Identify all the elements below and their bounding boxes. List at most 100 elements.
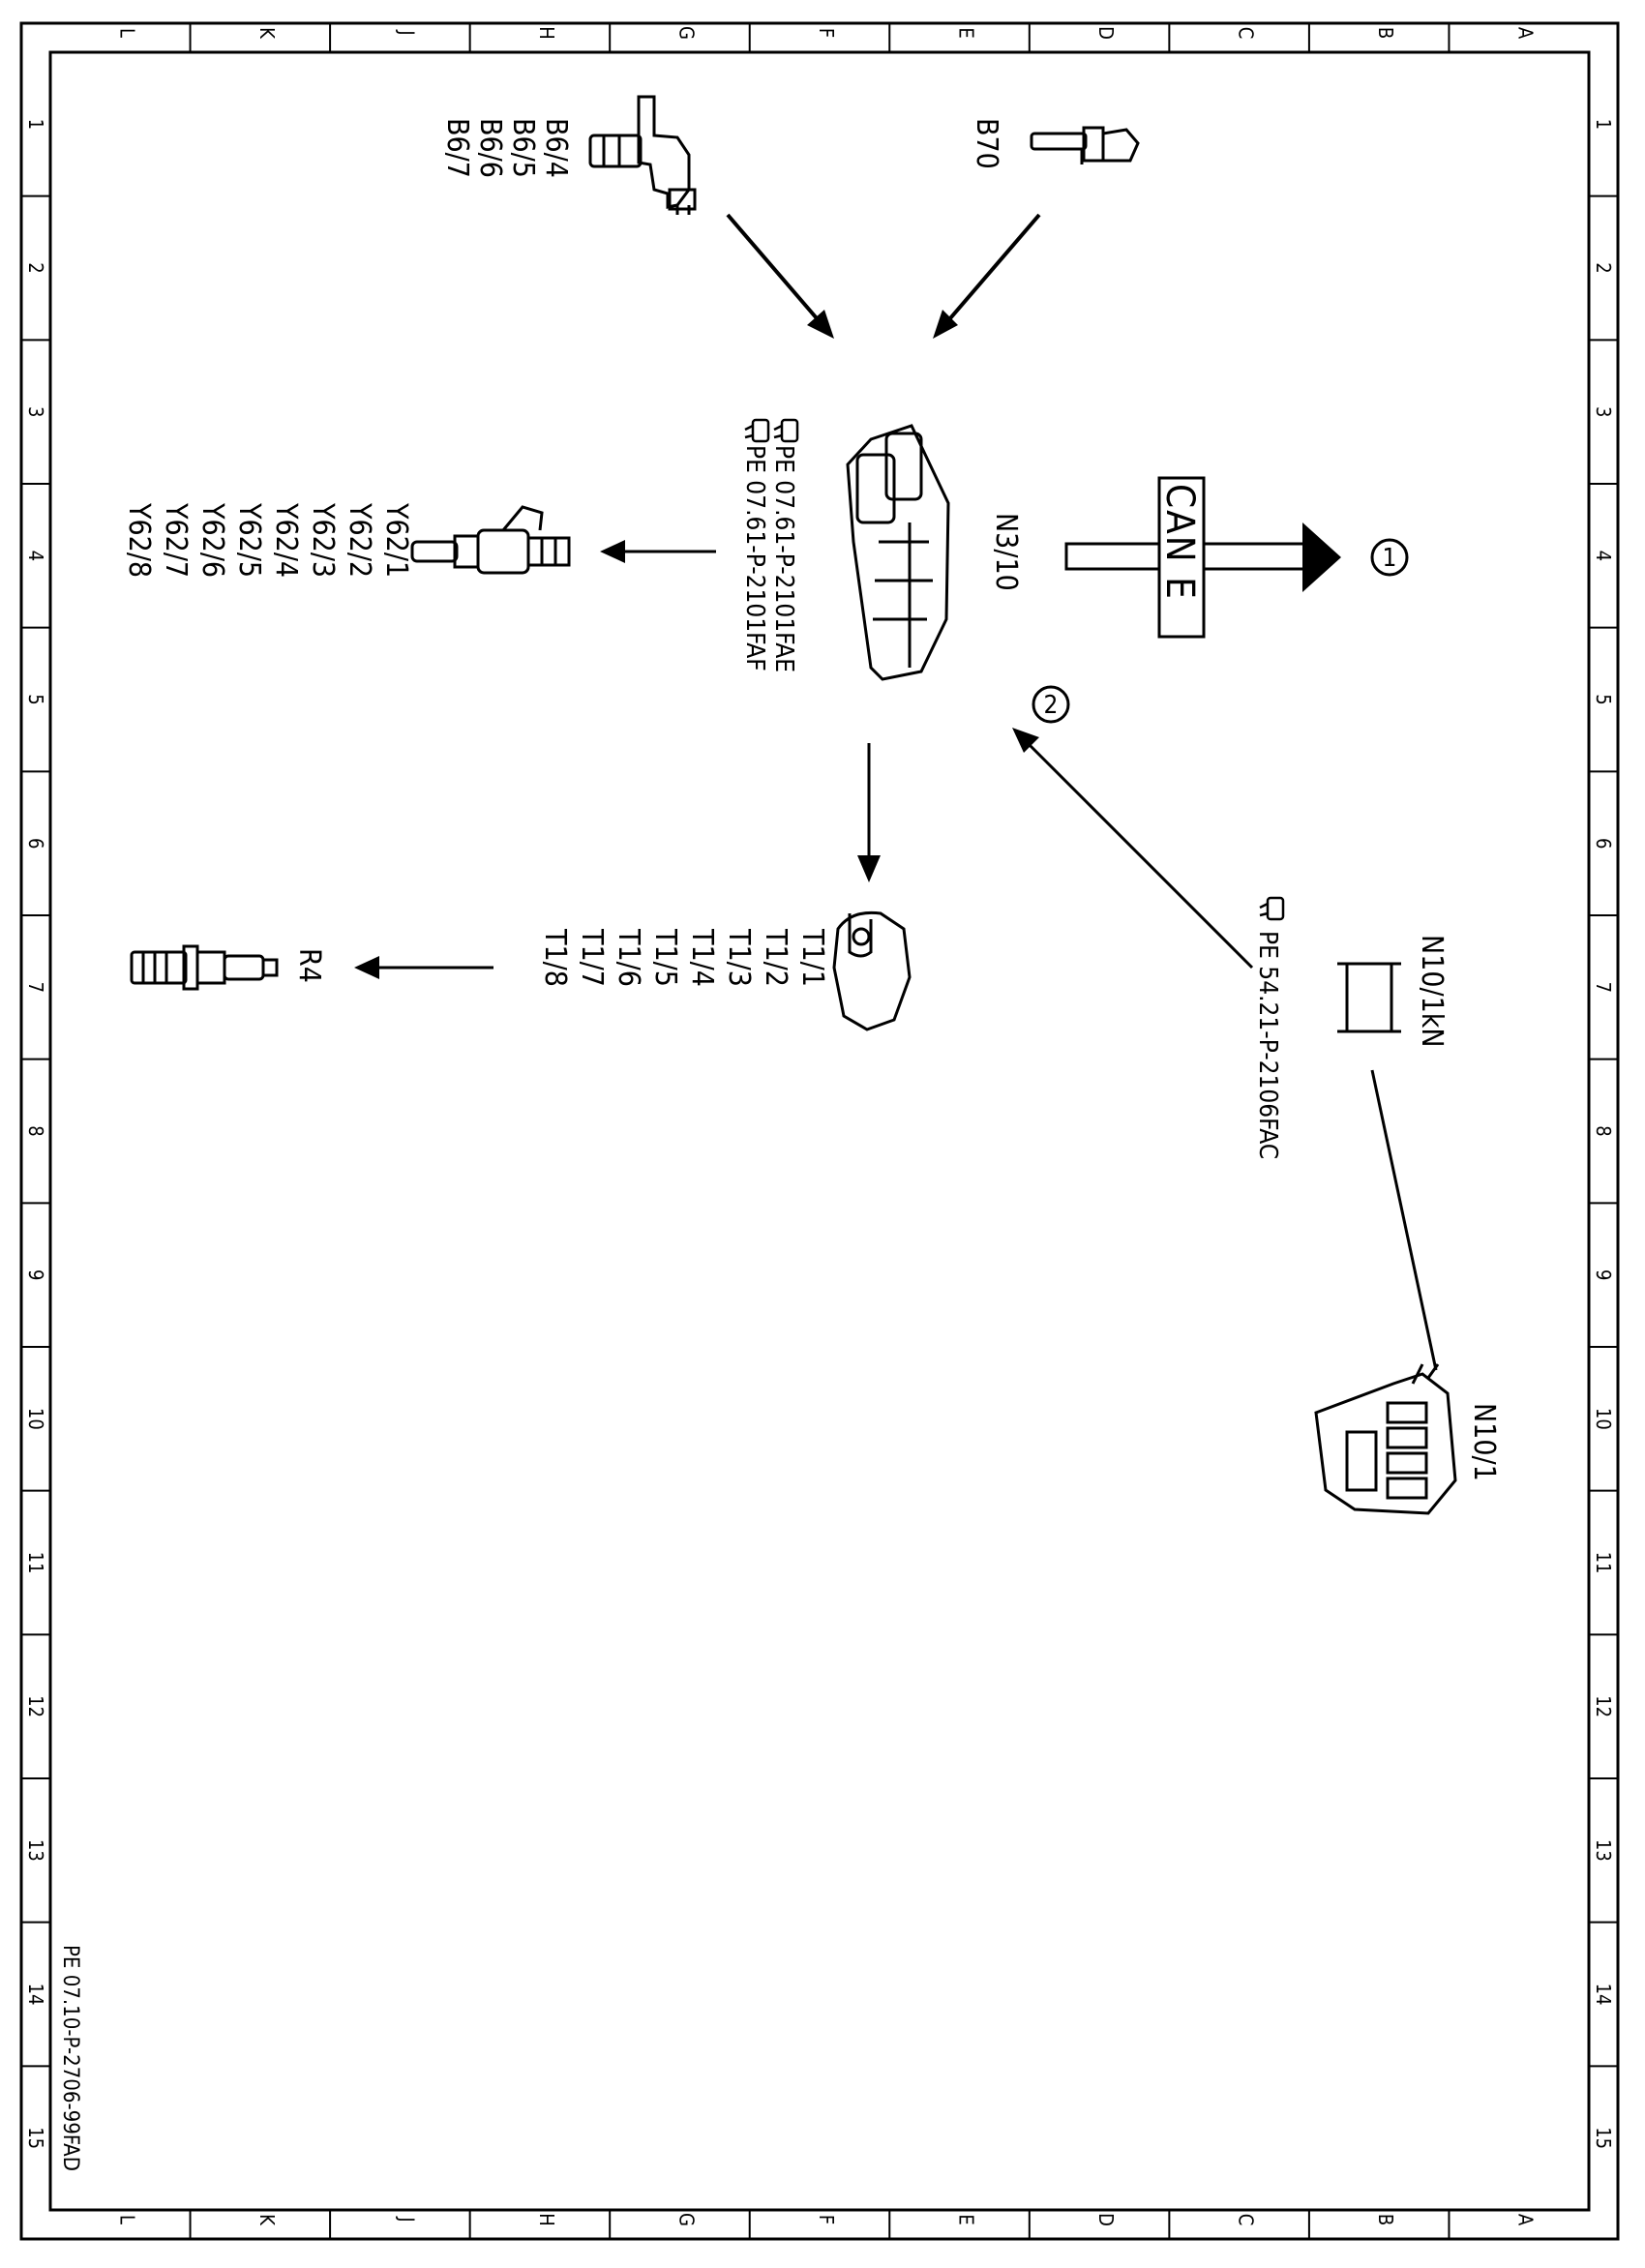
grid-letter-top-C: C xyxy=(1235,27,1258,40)
label-y62-6: Y62/6 xyxy=(195,502,229,578)
y62-injector-icon xyxy=(410,505,571,575)
grid-letter-bottom-A: A xyxy=(1514,2214,1538,2226)
label-y62-group: Y62/1 Y62/2 Y62/3 Y62/4 Y62/5 Y62/6 Y62/… xyxy=(122,502,413,578)
grid-number-right-1: 1 xyxy=(1592,119,1615,130)
grid-letter-top-K: K xyxy=(255,27,279,40)
grid-number-left-13: 13 xyxy=(24,1839,47,1862)
label-r4: R4 xyxy=(292,948,326,983)
label-y62-5: Y62/5 xyxy=(232,502,266,578)
label-t1-5: T1/5 xyxy=(648,928,682,987)
ref-n10-1kn: PE 54.21-P-2106FAC xyxy=(1253,931,1282,1159)
grid-number-right-5: 5 xyxy=(1592,694,1615,704)
grid-number-right-8: 8 xyxy=(1592,1125,1615,1136)
footer-reference: PE 07.10-P-2706-99FAD xyxy=(58,1945,82,2171)
ref-n3-10-faf: PE 07.61-P-2101FAF xyxy=(740,445,769,671)
grid-number-left-8: 8 xyxy=(24,1125,47,1136)
label-y62-4: Y62/4 xyxy=(269,502,303,578)
grid-letter-top-L: L xyxy=(115,28,138,38)
marker-1-label: 1 xyxy=(1383,544,1397,573)
grid-letter-bottom-F: F xyxy=(815,2215,838,2224)
label-t1-1: T1/1 xyxy=(795,928,829,987)
label-b6-5: B6/5 xyxy=(506,118,540,178)
hand-pointer-icon xyxy=(744,418,799,443)
label-t1-6: T1/6 xyxy=(612,928,645,987)
inner-border xyxy=(48,50,1591,2212)
grid-number-right-9: 9 xyxy=(1592,1269,1615,1280)
grid-number-left-12: 12 xyxy=(24,1695,47,1717)
grid-letter-top-B: B xyxy=(1374,27,1397,39)
n3-10-ecu-icon xyxy=(846,424,950,681)
grid-letter-bottom-K: K xyxy=(255,2214,279,2226)
grid-letter-bottom-D: D xyxy=(1094,2213,1118,2226)
grid-number-left-10: 10 xyxy=(24,1408,47,1430)
b70-crankshaft-sensor-icon xyxy=(1030,126,1140,164)
hand-pointer-icon-n10 xyxy=(1259,896,1285,921)
grid-number-left-15: 15 xyxy=(24,2127,47,2149)
label-t1-group: T1/1 T1/2 T1/3 T1/4 T1/5 T1/6 T1/7 T1/8 xyxy=(538,928,829,987)
grid-number-left-4: 4 xyxy=(24,551,47,561)
arrow-n3-10-to-y62 xyxy=(600,540,716,563)
arrow-b70-to-n3-10 xyxy=(933,213,1041,339)
grid-number-right-6: 6 xyxy=(1592,838,1615,849)
grid-letter-bottom-L: L xyxy=(115,2215,138,2224)
label-n10-1kn: N10/1kN xyxy=(1415,935,1449,1048)
grid-letter-top-A: A xyxy=(1514,27,1538,40)
marker-1-circle xyxy=(1370,538,1409,577)
grid-number-right-3: 3 xyxy=(1592,406,1615,417)
t1-ignition-coil-icon xyxy=(832,910,912,1031)
label-y62-2: Y62/2 xyxy=(343,502,376,578)
arrow-n3-10-to-t1 xyxy=(857,743,881,882)
marker-2-circle xyxy=(1032,685,1070,724)
grid-number-left-14: 14 xyxy=(24,1984,47,2006)
r4-spark-plug-icon xyxy=(130,944,279,991)
grid-number-left-3: 3 xyxy=(24,406,47,417)
n10-1-sam-icon xyxy=(1314,1363,1457,1515)
label-n3-10: N3/10 xyxy=(989,513,1023,591)
grid-letter-bottom-H: H xyxy=(535,2213,558,2226)
label-t1-7: T1/7 xyxy=(575,928,609,987)
arrow-b6-to-n3-10 xyxy=(726,213,834,339)
label-b70: B70 xyxy=(970,118,1003,169)
grid-number-right-13: 13 xyxy=(1592,1839,1615,1862)
grid-letter-bottom-J: J xyxy=(395,2216,418,2222)
label-y62-7: Y62/7 xyxy=(159,502,193,578)
grid-number-left-5: 5 xyxy=(24,694,47,704)
grid-letter-top-E: E xyxy=(955,27,978,38)
ref-n3-10-fae: PE 07.61-P-2101FAE xyxy=(769,445,798,672)
grid-letter-bottom-G: G xyxy=(674,2213,698,2226)
label-n10-1: N10/1 xyxy=(1467,1403,1501,1481)
grid-number-right-14: 14 xyxy=(1592,1984,1615,2006)
grid-number-right-12: 12 xyxy=(1592,1695,1615,1717)
can-e-bus-arrow xyxy=(1064,476,1341,639)
grid-letter-bottom-C: C xyxy=(1235,2214,1258,2226)
label-t1-8: T1/8 xyxy=(538,928,572,987)
b6-camshaft-sensor-icon xyxy=(588,95,697,215)
label-t1-4: T1/4 xyxy=(685,928,719,987)
marker-2-label: 2 xyxy=(1044,691,1059,720)
grid-letter-bottom-B: B xyxy=(1374,2214,1397,2225)
label-b6-group: B6/4 B6/5 B6/6 B6/7 xyxy=(440,118,573,178)
grid-number-left-7: 7 xyxy=(24,982,47,993)
grid-letter-top-J: J xyxy=(395,29,418,35)
n10-1kn-relay-icon xyxy=(1337,962,1401,1033)
grid-number-right-11: 11 xyxy=(1592,1552,1615,1574)
grid-number-left-1: 1 xyxy=(24,119,47,130)
grid-number-left-2: 2 xyxy=(24,262,47,273)
label-y62-3: Y62/3 xyxy=(306,502,340,578)
label-t1-3: T1/3 xyxy=(722,928,756,987)
grid-number-right-15: 15 xyxy=(1592,2127,1615,2149)
label-y62-8: Y62/8 xyxy=(122,502,156,578)
label-b6-7: B6/7 xyxy=(440,118,474,178)
label-t1-2: T1/2 xyxy=(759,928,793,987)
grid-number-right-4: 4 xyxy=(1592,551,1615,561)
label-b6-4: B6/4 xyxy=(539,118,573,178)
grid-number-right-7: 7 xyxy=(1592,982,1615,993)
grid-number-left-9: 9 xyxy=(24,1269,47,1280)
label-can-e: CAN E xyxy=(1157,484,1202,601)
outer-frame xyxy=(19,21,1620,2241)
grid-number-right-10: 10 xyxy=(1592,1408,1615,1430)
grid-lines xyxy=(21,23,1618,2239)
